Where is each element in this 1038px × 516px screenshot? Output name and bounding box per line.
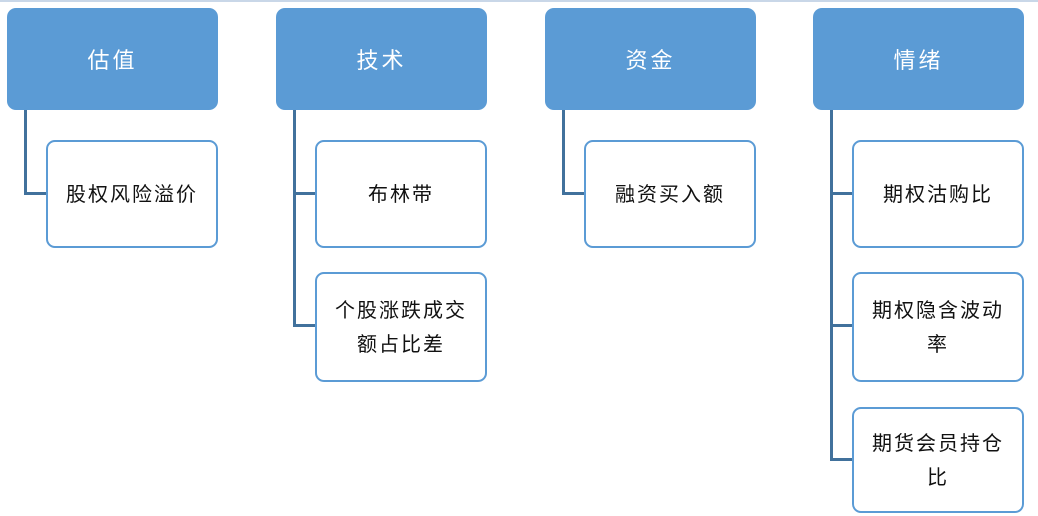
header-funding: 资金 (545, 8, 756, 110)
connector-valuation-child-1 (24, 192, 48, 195)
connector-technical-child-2 (293, 324, 317, 327)
node-futures-member-position: 期货会员持仓比 (852, 407, 1024, 513)
connector-funding (562, 110, 565, 194)
top-border (0, 0, 1038, 2)
node-put-call-ratio: 期权沽购比 (852, 140, 1024, 248)
node-equity-risk-premium: 股权风险溢价 (46, 140, 218, 248)
connector-sentiment (830, 110, 833, 461)
header-sentiment-label: 情绪 (893, 49, 944, 74)
header-technical: 技术 (276, 8, 487, 110)
node-implied-volatility: 期权隐含波动率 (852, 272, 1024, 382)
connector-sentiment-child-2 (830, 324, 854, 327)
connector-valuation (24, 110, 27, 194)
connector-funding-child-1 (562, 192, 586, 195)
node-turnover-ratio-diff: 个股涨跌成交额占比差 (315, 272, 487, 382)
node-bollinger-bands: 布林带 (315, 140, 487, 248)
connector-technical-child-1 (293, 192, 317, 195)
connector-technical (293, 110, 296, 327)
node-margin-purchase: 融资买入额 (584, 140, 756, 248)
header-technical-label: 技术 (356, 49, 407, 74)
header-funding-label: 资金 (625, 49, 676, 74)
connector-sentiment-child-3 (830, 458, 854, 461)
header-valuation: 估值 (7, 8, 218, 110)
header-sentiment: 情绪 (813, 8, 1024, 110)
header-valuation-label: 估值 (87, 49, 138, 74)
connector-sentiment-child-1 (830, 192, 854, 195)
